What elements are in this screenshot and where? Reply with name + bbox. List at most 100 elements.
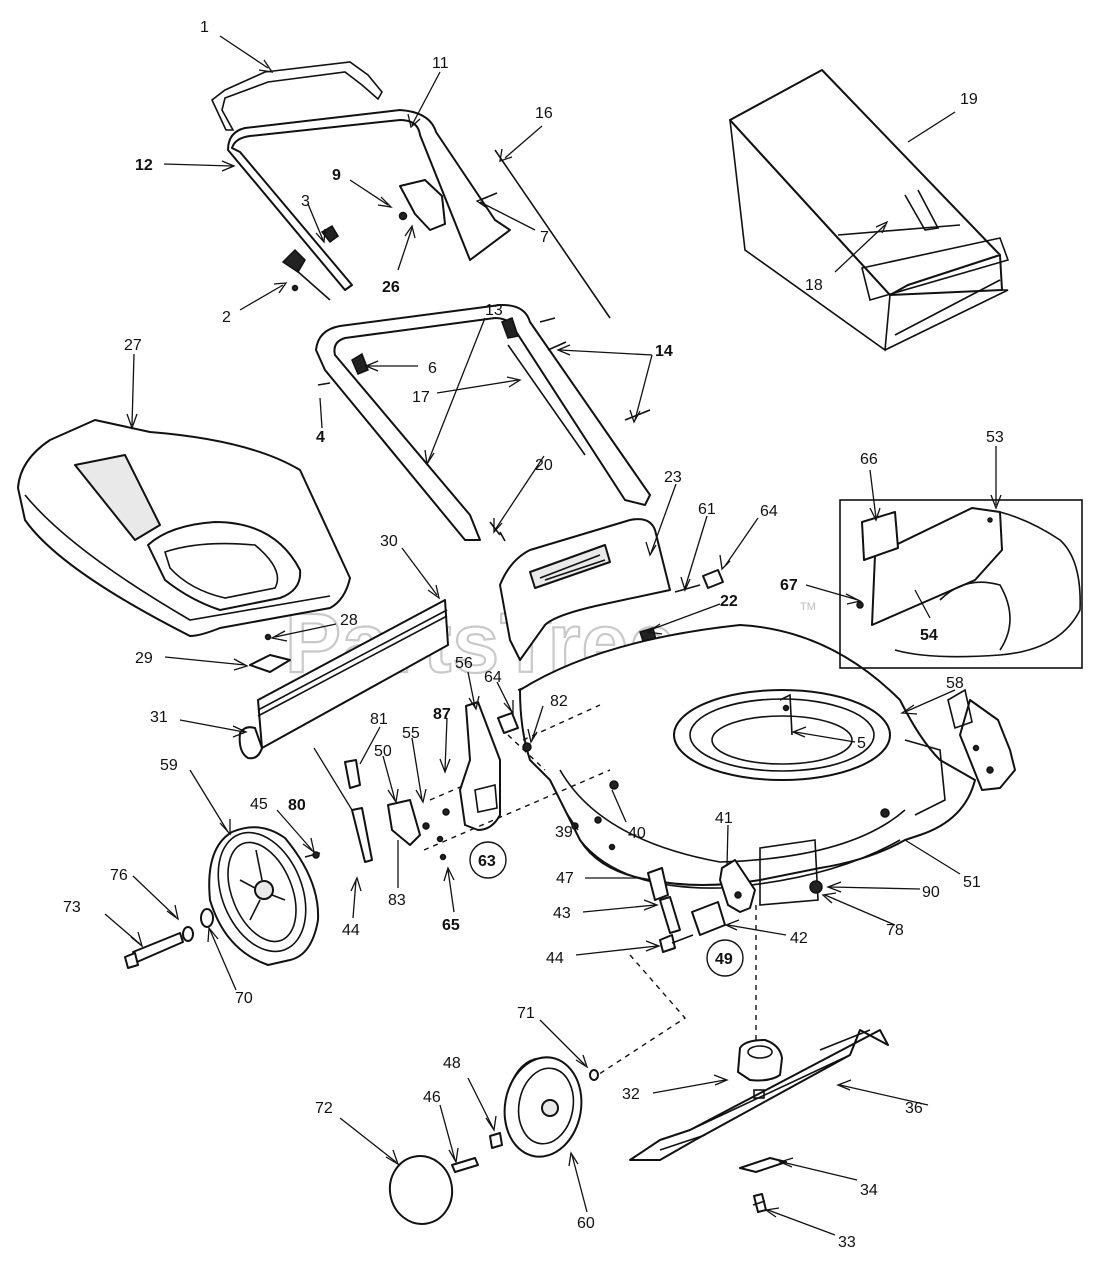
callout-circle-49	[706, 939, 744, 977]
part-label-p33: 33	[838, 1234, 856, 1251]
part-label-p72: 72	[315, 1100, 333, 1117]
part-label-p73: 73	[63, 899, 81, 916]
part-label-p7: 7	[540, 229, 549, 246]
part-label-p83: 83	[388, 892, 406, 909]
part-label-p12: 12	[135, 157, 153, 174]
upper-handle	[227, 109, 511, 291]
blade-bolt-washer	[739, 1157, 787, 1173]
part-label-p64b: 64	[484, 669, 502, 686]
part-label-p29: 29	[135, 650, 153, 667]
top-cover	[17, 419, 351, 637]
part-label-p56: 56	[455, 655, 473, 672]
part-label-p48: 48	[443, 1055, 461, 1072]
bushing	[702, 569, 724, 589]
axle-bolt	[124, 908, 214, 969]
bail-handle	[211, 61, 383, 131]
part-label-p63: 63	[478, 853, 496, 870]
part-label-p39: 39	[555, 824, 573, 841]
rear-flap	[238, 599, 449, 760]
part-label-p5: 5	[857, 735, 866, 752]
part-label-p44b: 44	[546, 950, 564, 967]
part-label-p46: 46	[423, 1089, 441, 1106]
part-label-p19: 19	[960, 91, 978, 108]
part-label-p28: 28	[340, 612, 358, 629]
part-label-p16: 16	[535, 105, 553, 122]
part-label-p70: 70	[235, 990, 253, 1007]
part-label-p20: 20	[535, 457, 553, 474]
left-height-adjuster	[344, 701, 532, 863]
part-label-p41: 41	[715, 810, 733, 827]
part-label-p3: 3	[301, 193, 310, 210]
part-label-p13: 13	[485, 302, 503, 319]
grass-bag	[729, 69, 1010, 352]
part-label-p81: 81	[370, 711, 388, 728]
part-label-p27: 27	[124, 337, 142, 354]
handle-knob	[281, 248, 306, 274]
blade	[629, 1029, 889, 1161]
part-label-p78: 78	[886, 922, 904, 939]
part-label-p26: 26	[382, 279, 400, 296]
part-label-p65: 65	[442, 917, 460, 934]
drive-bracket	[947, 688, 1016, 791]
part-label-p36: 36	[905, 1100, 923, 1117]
lower-handle	[315, 303, 651, 541]
handle-bracket	[399, 179, 446, 231]
part-label-p32: 32	[622, 1086, 640, 1103]
part-label-p50: 50	[374, 743, 392, 760]
part-label-p55: 55	[402, 725, 420, 742]
part-label-p67: 67	[780, 577, 798, 594]
part-label-p87: 87	[433, 706, 451, 723]
part-label-p18: 18	[805, 277, 823, 294]
part-label-p34: 34	[860, 1182, 878, 1199]
part-label-p31: 31	[150, 709, 168, 726]
part-label-p76: 76	[110, 867, 128, 884]
part-label-p2: 2	[222, 309, 231, 326]
part-label-p53: 53	[986, 429, 1004, 446]
part-label-p43: 43	[553, 905, 571, 922]
part-label-p1: 1	[200, 19, 209, 36]
rod	[674, 584, 701, 593]
part-label-p22: 22	[720, 593, 738, 610]
wheel-left-rear	[208, 826, 320, 966]
part-label-p66: 66	[860, 451, 878, 468]
part-label-p44a: 44	[342, 922, 360, 939]
cable-lower	[507, 344, 586, 456]
part-label-p40: 40	[628, 825, 646, 842]
part-label-p17: 17	[412, 389, 430, 406]
part-label-p90: 90	[922, 884, 940, 901]
control-cable	[494, 149, 611, 319]
part-label-p58: 58	[946, 675, 964, 692]
part-label-p54: 54	[920, 627, 938, 644]
part-label-p9: 9	[332, 167, 341, 184]
part-label-p49: 49	[715, 951, 733, 968]
part-label-p60: 60	[577, 1215, 595, 1232]
part-label-p4: 4	[316, 429, 325, 446]
hinge-bracket	[249, 654, 291, 673]
part-label-p59: 59	[160, 757, 178, 774]
callout-circle-63	[469, 841, 507, 879]
part-label-p71: 71	[517, 1005, 535, 1022]
inset-panel	[839, 499, 1083, 669]
part-label-p80: 80	[288, 797, 306, 814]
part-label-p61: 61	[698, 501, 716, 518]
leader-lines	[104, 35, 1002, 1236]
part-label-p82: 82	[550, 693, 568, 710]
part-label-p64a: 64	[760, 503, 778, 520]
mower-deck	[519, 624, 976, 906]
part-label-p23: 23	[664, 469, 682, 486]
part-label-p51: 51	[963, 874, 981, 891]
wheel-right-front	[503, 1056, 583, 1158]
hub-cap	[388, 1155, 454, 1225]
right-height-adjuster	[647, 859, 756, 953]
part-label-p14: 14	[655, 343, 673, 360]
part-label-p47: 47	[556, 870, 574, 887]
watermark-tm: TM	[800, 601, 816, 613]
part-label-p30: 30	[380, 533, 398, 550]
part-label-p42: 42	[790, 930, 808, 947]
part-label-p6: 6	[428, 360, 437, 377]
part-label-p11: 11	[432, 55, 449, 72]
part-label-p45: 45	[250, 796, 268, 813]
